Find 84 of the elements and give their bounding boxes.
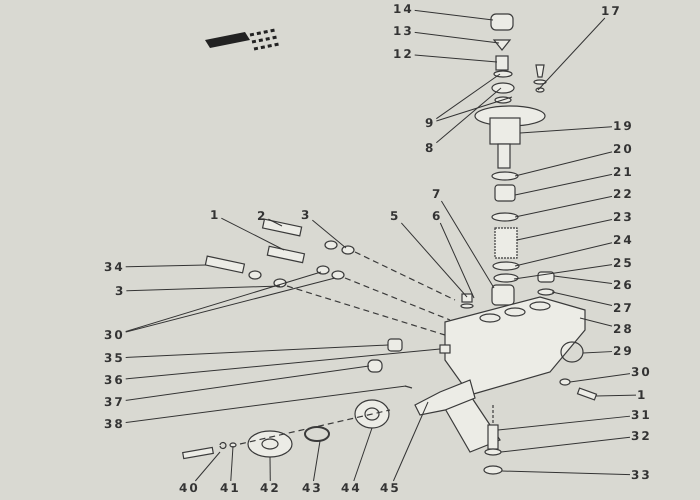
callout-number: 29 — [612, 344, 635, 358]
callout-number: 7 — [431, 187, 444, 201]
callout-number: 3 — [114, 284, 126, 298]
callout-number: 44 — [340, 481, 363, 495]
leader-line — [596, 394, 636, 396]
callout-number: 22 — [612, 187, 635, 201]
leader-line — [570, 373, 630, 382]
leader-line — [194, 452, 220, 482]
leader-line — [580, 318, 612, 327]
leader-line — [498, 416, 630, 430]
leader-line — [582, 351, 612, 354]
callout-number: 35 — [103, 351, 126, 365]
leader-line — [392, 402, 428, 482]
leader-line — [514, 196, 612, 218]
leader-line — [554, 276, 612, 284]
callout-number: 1 — [209, 208, 222, 222]
leader-line — [230, 446, 234, 482]
callout-number: 23 — [612, 210, 635, 224]
leader-line — [125, 386, 406, 424]
callout-number: 21 — [612, 165, 635, 179]
callout-number: 25 — [612, 256, 635, 270]
callout-number: 34 — [103, 260, 126, 274]
leader-line — [125, 272, 322, 332]
callout-number: 19 — [612, 119, 635, 133]
callout-number: 8 — [424, 141, 436, 155]
leader-line — [220, 218, 284, 250]
callout-number: 30 — [103, 328, 126, 342]
leader-line — [516, 218, 612, 240]
callout-number: 24 — [612, 233, 635, 247]
leader-line — [126, 286, 280, 292]
callout-number: 41 — [219, 481, 242, 495]
callout-number: 45 — [379, 481, 402, 495]
leader-line — [514, 174, 612, 196]
leader-line — [514, 151, 612, 176]
leader-line — [125, 348, 440, 380]
callout-number: 2 — [256, 209, 268, 223]
leader-line — [436, 96, 512, 122]
leader-line — [414, 32, 500, 44]
callout-number: 6 — [431, 209, 444, 223]
leader-line — [500, 436, 630, 452]
callout-number: 30 — [630, 365, 653, 379]
callout-number: 28 — [612, 322, 635, 336]
callout-number: 32 — [630, 429, 653, 443]
callout-number: 3 — [300, 208, 312, 222]
leader-line — [125, 264, 206, 268]
callout-number: 43 — [301, 481, 324, 495]
leader-line — [440, 200, 494, 288]
leader-line — [353, 428, 372, 482]
callout-number: 17 — [600, 4, 623, 18]
leader-line — [414, 54, 498, 62]
callout-number: 20 — [612, 142, 635, 156]
leader-line — [514, 264, 612, 280]
leader-line — [538, 18, 606, 90]
callout-number: 42 — [259, 481, 282, 495]
leader-line — [436, 74, 500, 120]
callout-number: 27 — [612, 301, 635, 315]
leader-line — [520, 126, 612, 134]
callout-number: 37 — [103, 395, 126, 409]
leader-line — [268, 218, 282, 226]
callout-number: 33 — [630, 468, 653, 482]
leader-line — [436, 88, 502, 144]
leader-line — [440, 222, 474, 298]
leader-line — [514, 242, 612, 266]
callout-number: 9 — [424, 116, 436, 130]
callout-number: 12 — [392, 47, 415, 61]
callout-number: 40 — [178, 481, 201, 495]
leader-line — [414, 10, 494, 20]
leader-line — [313, 440, 320, 482]
callout-number: 13 — [392, 24, 415, 38]
leader-line — [400, 222, 468, 298]
callout-number: 36 — [103, 373, 126, 387]
leader-line — [502, 470, 630, 476]
callout-number: 5 — [389, 209, 402, 223]
leader-line — [552, 292, 612, 306]
callout-number: 31 — [630, 408, 653, 422]
callout-number: 26 — [612, 278, 635, 292]
leader-line — [125, 344, 388, 358]
leader-line — [270, 456, 271, 482]
leader-line — [312, 220, 346, 248]
callout-number: 1 — [636, 388, 648, 402]
leader-line — [125, 278, 336, 333]
leader-line — [125, 366, 370, 401]
callout-number: 14 — [392, 2, 415, 16]
callout-number: 38 — [103, 417, 126, 431]
